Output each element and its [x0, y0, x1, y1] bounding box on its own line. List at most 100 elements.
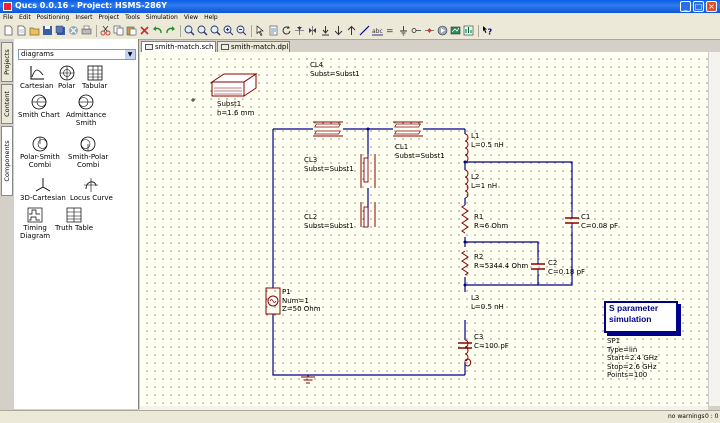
capacitor-c3[interactable]: [458, 342, 472, 349]
save-all-icon[interactable]: [55, 25, 66, 36]
redo-icon[interactable]: [165, 25, 176, 36]
ground-symbol[interactable]: [301, 376, 315, 384]
tab-projects[interactable]: Projects: [1, 42, 13, 82]
component-cartesian[interactable]: Cartesian: [20, 65, 53, 90]
menu-positioning[interactable]: Positioning: [36, 14, 70, 21]
zoom-selection-icon[interactable]: [197, 25, 208, 36]
new-text-icon[interactable]: [16, 25, 27, 36]
menu-file[interactable]: File: [3, 14, 14, 21]
menu-help[interactable]: Help: [204, 14, 218, 21]
set-markers-icon[interactable]: [463, 25, 474, 36]
menu-edit[interactable]: Edit: [19, 14, 31, 21]
delete-icon[interactable]: [139, 25, 150, 36]
menu-view[interactable]: View: [183, 14, 199, 21]
marker-icon[interactable]: [424, 25, 435, 36]
maximize-button[interactable]: □: [693, 1, 704, 12]
new-file-icon[interactable]: [3, 25, 14, 36]
substrate-symbol[interactable]: [210, 73, 258, 97]
menu-insert[interactable]: Insert: [75, 14, 93, 21]
go-up-icon[interactable]: [346, 25, 357, 36]
resistor-r2[interactable]: [461, 250, 469, 276]
select-pointer-icon[interactable]: [255, 25, 266, 36]
zoom-fit-icon[interactable]: [184, 25, 195, 36]
zoom-in-icon[interactable]: [223, 25, 234, 36]
equation-icon[interactable]: =: [385, 25, 396, 36]
coupled-line-cl3[interactable]: [360, 154, 376, 188]
rotate-icon[interactable]: [281, 25, 292, 36]
close-button[interactable]: ×: [706, 1, 717, 12]
menu-project[interactable]: Project: [98, 14, 120, 21]
minimize-button[interactable]: _: [680, 1, 691, 12]
simulate-icon[interactable]: [437, 25, 448, 36]
coupled-line-cl1[interactable]: [393, 121, 423, 137]
undo-icon[interactable]: [152, 25, 163, 36]
zoom-one-icon[interactable]: [210, 25, 221, 36]
view-data-display-icon[interactable]: [450, 25, 461, 36]
go-down-icon[interactable]: [333, 25, 344, 36]
menu-tools[interactable]: Tools: [125, 14, 140, 21]
zoom-out-icon[interactable]: [236, 25, 247, 36]
label-icon[interactable]: abc: [372, 25, 383, 36]
component-smith-chart[interactable]: Smith Chart: [18, 94, 60, 119]
s-parameter-simulation-box[interactable]: S parameter simulation: [604, 301, 678, 333]
inductor-l1[interactable]: [464, 133, 469, 163]
coupled-line-cl4[interactable]: [313, 121, 343, 137]
inductor-l2[interactable]: [464, 169, 469, 199]
menu-simulation[interactable]: Simulation: [145, 14, 178, 21]
component-truth-table[interactable]: Truth Table: [55, 207, 93, 232]
power-source-p1[interactable]: [265, 287, 281, 315]
save-icon[interactable]: [42, 25, 53, 36]
ground-icon[interactable]: [398, 25, 409, 36]
tab-smith-match-sch[interactable]: smith-match.sch: [141, 41, 216, 52]
mirror-y-icon[interactable]: [307, 25, 318, 36]
activate-icon[interactable]: [320, 25, 331, 36]
tab-components[interactable]: Components: [1, 126, 13, 196]
warnings-status[interactable]: no warnings: [668, 413, 705, 420]
mirror-x-icon[interactable]: [294, 25, 305, 36]
port-icon[interactable]: [411, 25, 422, 36]
print-icon[interactable]: [81, 25, 92, 36]
tab-content[interactable]: Content: [1, 84, 13, 124]
paste-icon[interactable]: [126, 25, 137, 36]
close-document-icon[interactable]: [68, 25, 79, 36]
whats-this-icon[interactable]: ?: [482, 25, 493, 36]
wire-icon[interactable]: [359, 25, 370, 36]
component-tabular[interactable]: Tabular: [82, 65, 107, 90]
chevron-down-icon[interactable]: ▼: [125, 50, 135, 59]
capacitor-c2[interactable]: [531, 263, 545, 270]
horizontal-scrollbar[interactable]: [140, 406, 708, 410]
vertical-scrollbar[interactable]: [708, 52, 720, 406]
category-select[interactable]: diagrams ▼: [18, 49, 136, 60]
edit-properties-icon[interactable]: [268, 25, 279, 36]
copy-icon[interactable]: [113, 25, 124, 36]
open-folder-icon[interactable]: [29, 25, 40, 36]
component-polar[interactable]: Polar: [58, 65, 75, 90]
coupled-line-cl2[interactable]: [360, 202, 376, 228]
tab-smith-match-dpl[interactable]: smith-match.dpl: [217, 41, 290, 52]
capacitor-c1[interactable]: [565, 217, 579, 224]
resistor-r1[interactable]: [461, 204, 469, 234]
inductor-l3[interactable]: [464, 339, 472, 367]
cut-icon[interactable]: [100, 25, 111, 36]
component-3d-cartesian[interactable]: 3D-Cartesian: [20, 177, 66, 202]
component-locus-curve[interactable]: Locus Curve: [70, 177, 113, 202]
